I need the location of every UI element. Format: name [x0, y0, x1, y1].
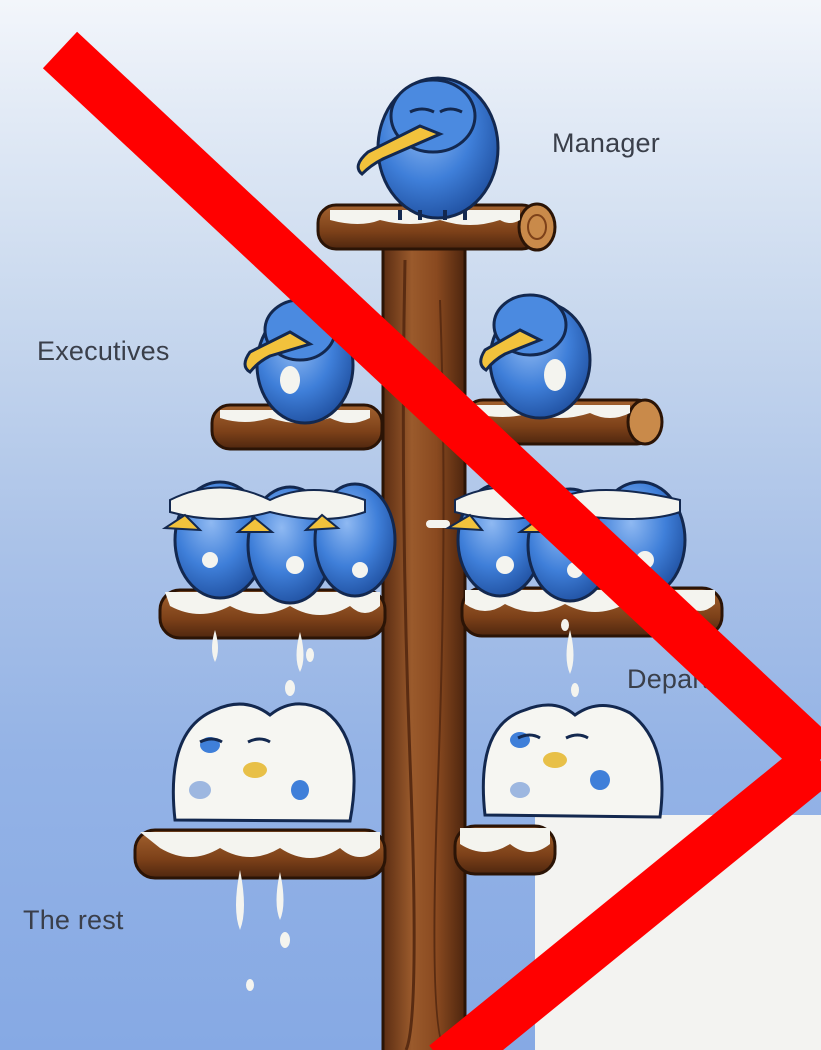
- label-manager: Manager: [552, 128, 660, 158]
- manager-bird: [356, 76, 500, 220]
- label-departments: Departm: [627, 664, 732, 694]
- label-the-rest: The rest: [23, 905, 124, 935]
- tree-trunk: [381, 223, 467, 1050]
- label-executives: Executives: [37, 336, 170, 366]
- branch-the-rest: [133, 824, 557, 930]
